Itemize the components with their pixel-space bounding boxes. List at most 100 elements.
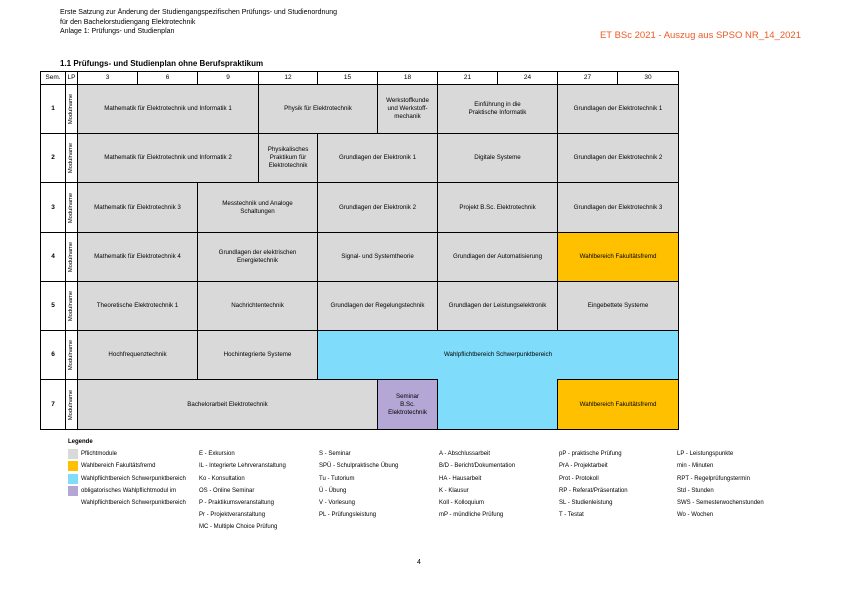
header-line-1: Erste Satzung zur Änderung der Studienga…	[60, 9, 338, 16]
abbr-item: Std - Stunden	[677, 488, 714, 494]
module-cell: Projekt B.Sc. Elektrotechnik	[437, 182, 558, 233]
abbr-item: MC - Multiple Choice Prüfung	[199, 524, 278, 530]
module-cell: Nachrichtentechnik	[197, 281, 318, 331]
module-cell: Grundlagen der Elektrotechnik 1	[557, 84, 679, 134]
semester-number: 6	[40, 330, 66, 380]
legend-swatch	[68, 486, 78, 496]
header-col-9: 9	[197, 71, 259, 85]
abbr-item: PL - Prüfungsleistung	[319, 512, 377, 518]
module-cell: Mathematik für Elektrotechnik 4	[77, 232, 198, 282]
abbr-item: PrA - Projektarbeit	[559, 463, 608, 469]
abbr-item: K - Klausur	[439, 488, 469, 494]
module-cell	[437, 379, 558, 430]
abbr-item: A - Abschlussarbeit	[439, 451, 491, 457]
module-cell: Wahlpflichtbereich Schwerpunktbereich	[317, 330, 679, 380]
header-col-30: 30	[617, 71, 679, 85]
semester-number: 5	[40, 281, 66, 331]
legend-swatch	[68, 461, 78, 471]
module-cell: Signal- und Systemtheorie	[317, 232, 438, 282]
abbr-item: V - Vorlesung	[319, 500, 356, 506]
module-cell: Mathematik für Elektrotechnik 3	[77, 182, 198, 233]
module-cell: Grundlagen der elektrischen Energietechn…	[197, 232, 318, 282]
abbr-item: IL - Integrierte Lehrveranstaltung	[199, 463, 286, 469]
abbr-item: RP - Referat/Präsentation	[559, 488, 628, 494]
module-cell: Grundlagen der Elektronik 2	[317, 182, 438, 233]
module-cell: Mathematik für Elektrotechnik und Inform…	[77, 84, 259, 134]
header-col-6: 6	[137, 71, 198, 85]
module-cell: Eingebettete Systeme	[557, 281, 679, 331]
abbr-item: HA - Hausarbeit	[439, 476, 482, 482]
abbr-item: SWS - Semesterwochenstunden	[677, 500, 764, 506]
abbr-item: SL - Studienleistung	[559, 500, 613, 506]
module-cell: Physikalisches Praktikum für Elektrotech…	[258, 133, 318, 183]
semester-number: 7	[40, 379, 66, 430]
module-cell: Einführung in die Praktische Informatik	[437, 84, 558, 134]
header-line-2: für den Bachelorstudiengang Elektrotechn…	[60, 18, 196, 26]
abbr-item: Ko - Konsultation	[199, 476, 245, 482]
abbr-item: OS - Online Seminar	[199, 488, 255, 494]
semester-number: 2	[40, 133, 66, 183]
abbr-item: Tu - Tutorium	[319, 476, 355, 482]
modulname-label: Modulname	[68, 192, 75, 223]
abbr-item: mP - mündliche Prüfung	[439, 512, 504, 518]
modulname-label: Modulname	[68, 142, 75, 174]
abbr-item: pP - praktische Prüfung	[559, 451, 622, 457]
semester-number: 1	[40, 84, 66, 134]
header-col-15: 15	[317, 71, 378, 85]
abbr-item: Ü - Übung	[319, 488, 347, 494]
module-cell: Seminar B.Sc. Elektrotechnik	[377, 379, 438, 430]
semester-number: 3	[40, 182, 66, 233]
abbr-item: Wo - Wochen	[677, 512, 714, 518]
modulname-label: Modulname	[68, 93, 75, 125]
header-col-24: 24	[497, 71, 558, 85]
section-title: 1.1 Prüfungs- und Studienplan ohne Beruf…	[60, 59, 264, 68]
abbr-item: min - Minuten	[677, 463, 714, 469]
module-cell: Grundlagen der Elektrotechnik 3	[557, 182, 679, 233]
abbr-item: Koll - Kolloquium	[439, 500, 485, 506]
abbr-item: E - Exkursion	[199, 451, 235, 457]
header-col-21: 21	[437, 71, 498, 85]
page-number: 4	[417, 559, 421, 566]
module-cell: Hochintegrierte Systeme	[197, 330, 318, 380]
header-sem: Sem.	[40, 71, 66, 85]
module-cell: Bachelorarbeit Elektrotechnik	[77, 379, 378, 430]
abbr-item: Prot - Protokoll	[559, 476, 599, 482]
module-cell: Grundlagen der Automatisierung	[437, 232, 558, 282]
modulname-label: Modulname	[68, 389, 75, 420]
legend-label: Wahlbereich Fakultätsfremd	[81, 463, 156, 469]
module-cell: Messtechnik und Analoge Schaltungen	[197, 182, 318, 233]
legend-label: Wahlpflichtbereich Schwerpunktbereich	[81, 476, 186, 482]
document-header: Erste Satzung zur Änderung der Studienga…	[60, 8, 337, 37]
header-col-3: 3	[77, 71, 138, 85]
legend-swatch	[68, 474, 78, 484]
module-cell: Grundlagen der Elektronik 1	[317, 133, 438, 183]
abbr-item: LP - Leistungspunkte	[677, 451, 734, 457]
modulname-label: Modulname	[68, 339, 75, 371]
abbr-item: B/D - Bericht/Dokumentation	[439, 463, 516, 469]
module-cell: Physik für Elektrotechnik	[258, 84, 378, 134]
abbr-item: Pr - Projektveranstaltung	[199, 512, 266, 518]
module-cell: Grundlagen der Leistungselektronik	[437, 281, 558, 331]
module-cell: Grundlagen der Regelungstechnik	[317, 281, 438, 331]
abbr-item: RPT - Regelprüfungstermin	[677, 476, 750, 482]
abbr-item: S - Seminar	[319, 451, 351, 457]
header-col-27: 27	[557, 71, 618, 85]
module-cell: Theoretische Elektrotechnik 1	[77, 281, 198, 331]
header-col-12: 12	[258, 71, 318, 85]
modulname-label: Modulname	[68, 290, 75, 322]
abbr-item: SPÜ - Schulpraktische Übung	[319, 463, 399, 469]
legend-title: Legende	[68, 439, 93, 445]
header-col-18: 18	[377, 71, 438, 85]
modulname-label: Modulname	[68, 241, 75, 273]
module-cell: Grundlagen der Elektrotechnik 2	[557, 133, 679, 183]
abbr-item: P - Praktikumsveranstaltung	[199, 500, 274, 506]
abbr-item: T - Testat	[559, 512, 584, 518]
legend-label: Pflichtmodule	[81, 451, 118, 457]
legend-swatch	[68, 449, 78, 459]
header-right-title: ET BSc 2021 - Auszug aus SPSO NR_14_2021	[599, 30, 801, 41]
legend-label: obligatorisches Wahlpflichtmodul im	[81, 488, 177, 494]
header-line-3: Anlage 1: Prüfungs- und Studienplan	[60, 28, 175, 35]
module-cell: Digitale Systeme	[437, 133, 558, 183]
module-cell: Wahlbereich Fakultätsfremd	[557, 232, 679, 282]
legend-label: Wahlpflichtbereich Schwerpunktbereich	[81, 500, 186, 506]
